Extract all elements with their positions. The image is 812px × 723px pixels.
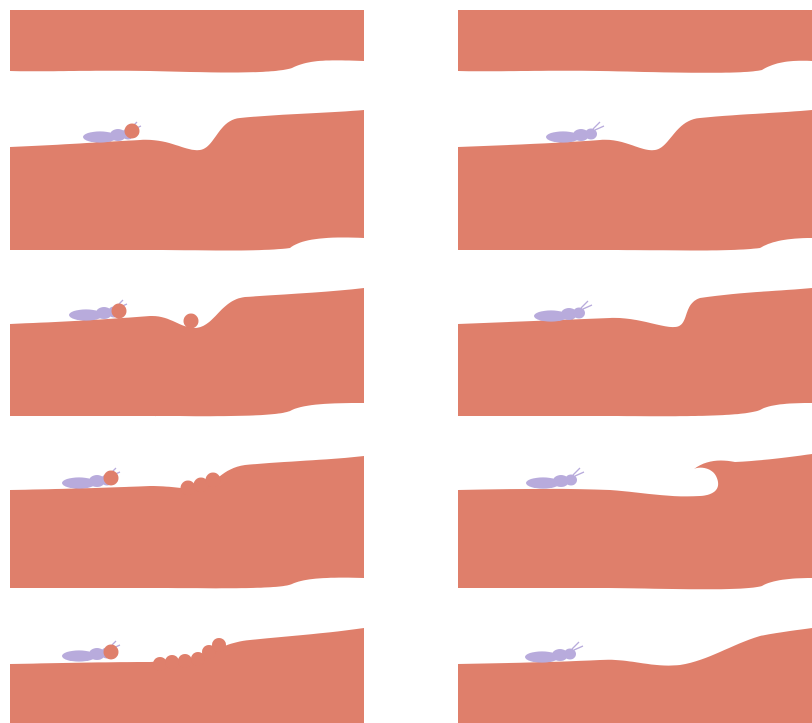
soil-layer-4 xyxy=(10,628,364,723)
left-column xyxy=(10,10,364,723)
soil-pellet-icon xyxy=(125,124,140,139)
soil-pellet-icon xyxy=(153,657,167,671)
soil-layer-3 xyxy=(458,454,812,589)
top-soil-band xyxy=(10,10,364,73)
soil-layer-3 xyxy=(10,456,364,588)
soil-pellet-icon xyxy=(112,304,127,319)
soil-pellet-icon xyxy=(181,481,196,496)
soil-layer-2 xyxy=(458,288,812,416)
termite-icon xyxy=(534,301,592,322)
soil-pellet-icon xyxy=(178,654,192,668)
soil-pellet-icon xyxy=(104,471,119,486)
right-column xyxy=(458,10,812,723)
soil-pellet-icon xyxy=(104,645,119,660)
soil-pellet-icon xyxy=(212,638,226,652)
soil-layer-2 xyxy=(10,288,364,416)
termite-icon xyxy=(525,642,583,663)
soil-layer-1 xyxy=(10,110,364,251)
soil-pellet-icon xyxy=(184,314,199,329)
termite-icon xyxy=(526,468,584,489)
soil-layer-1 xyxy=(458,110,812,251)
top-soil-band xyxy=(458,10,812,73)
soil-layer-4 xyxy=(458,628,812,723)
soil-pellet-icon xyxy=(165,655,179,669)
soil-pellet-icon xyxy=(206,473,221,488)
termite-icon xyxy=(546,122,604,143)
